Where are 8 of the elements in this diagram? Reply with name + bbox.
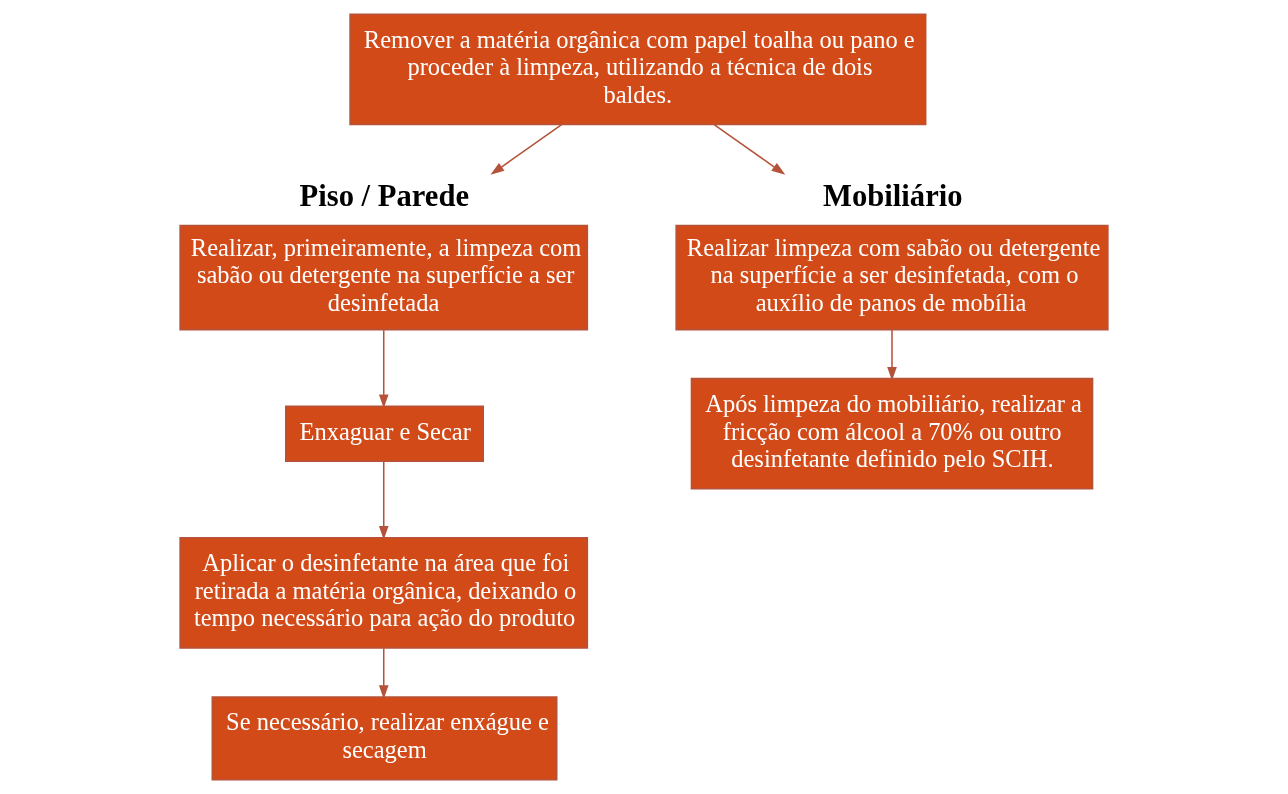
arrow xyxy=(378,647,389,700)
arrow xyxy=(490,123,563,175)
arrow xyxy=(713,123,786,175)
arrow xyxy=(378,329,389,409)
arrow xyxy=(378,461,389,540)
arrow xyxy=(887,329,897,381)
node-label: Piso / Parede xyxy=(299,178,470,213)
node-label: Mobiliário xyxy=(823,178,963,213)
